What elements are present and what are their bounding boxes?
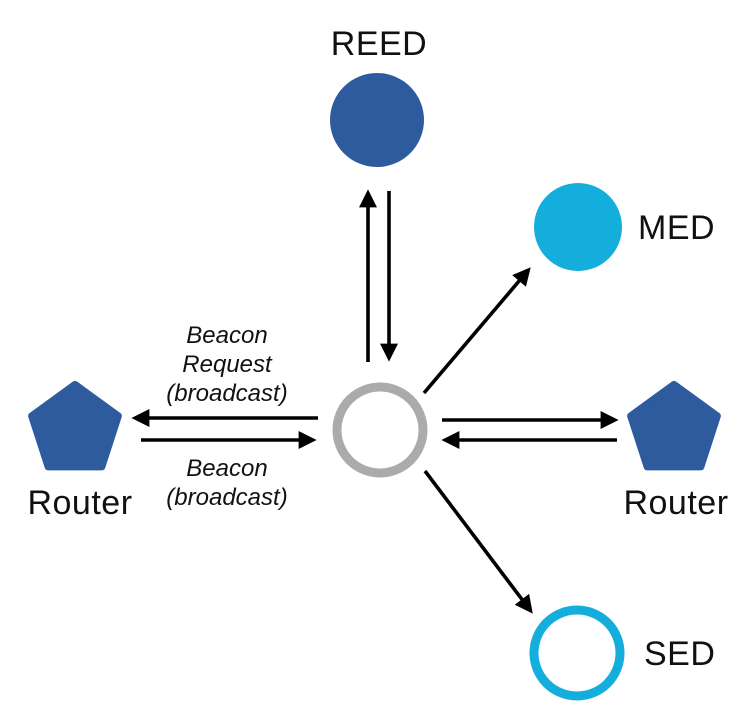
reed-node-circle [330,73,424,167]
beacon-request-label-line3: (broadcast) [166,380,287,407]
arrow-joiner-to-med [422,267,531,395]
sed-node-circle [529,605,625,701]
med-node-circle [534,183,622,271]
router-left-label: Router [27,484,132,522]
beacon-label: Beacon (broadcast) [166,455,287,511]
beacon-label-line2: (broadcast) [166,484,287,511]
router-left-pentagon [28,381,122,471]
arrow-joiner-to-sed [423,469,533,614]
beacon-label-line1: Beacon [186,455,267,482]
beacon-request-label-line2: Request [182,351,273,378]
beacon-request-label: Beacon Request (broadcast) [166,322,287,407]
router-right-pentagon [627,381,721,471]
beacon-request-label-line1: Beacon [186,322,267,349]
router-right-label: Router [623,484,728,522]
joining-device-circle [332,382,428,478]
reed-node-label: REED [331,25,427,63]
sed-node-label: SED [644,635,715,673]
med-node-label: MED [638,209,715,247]
